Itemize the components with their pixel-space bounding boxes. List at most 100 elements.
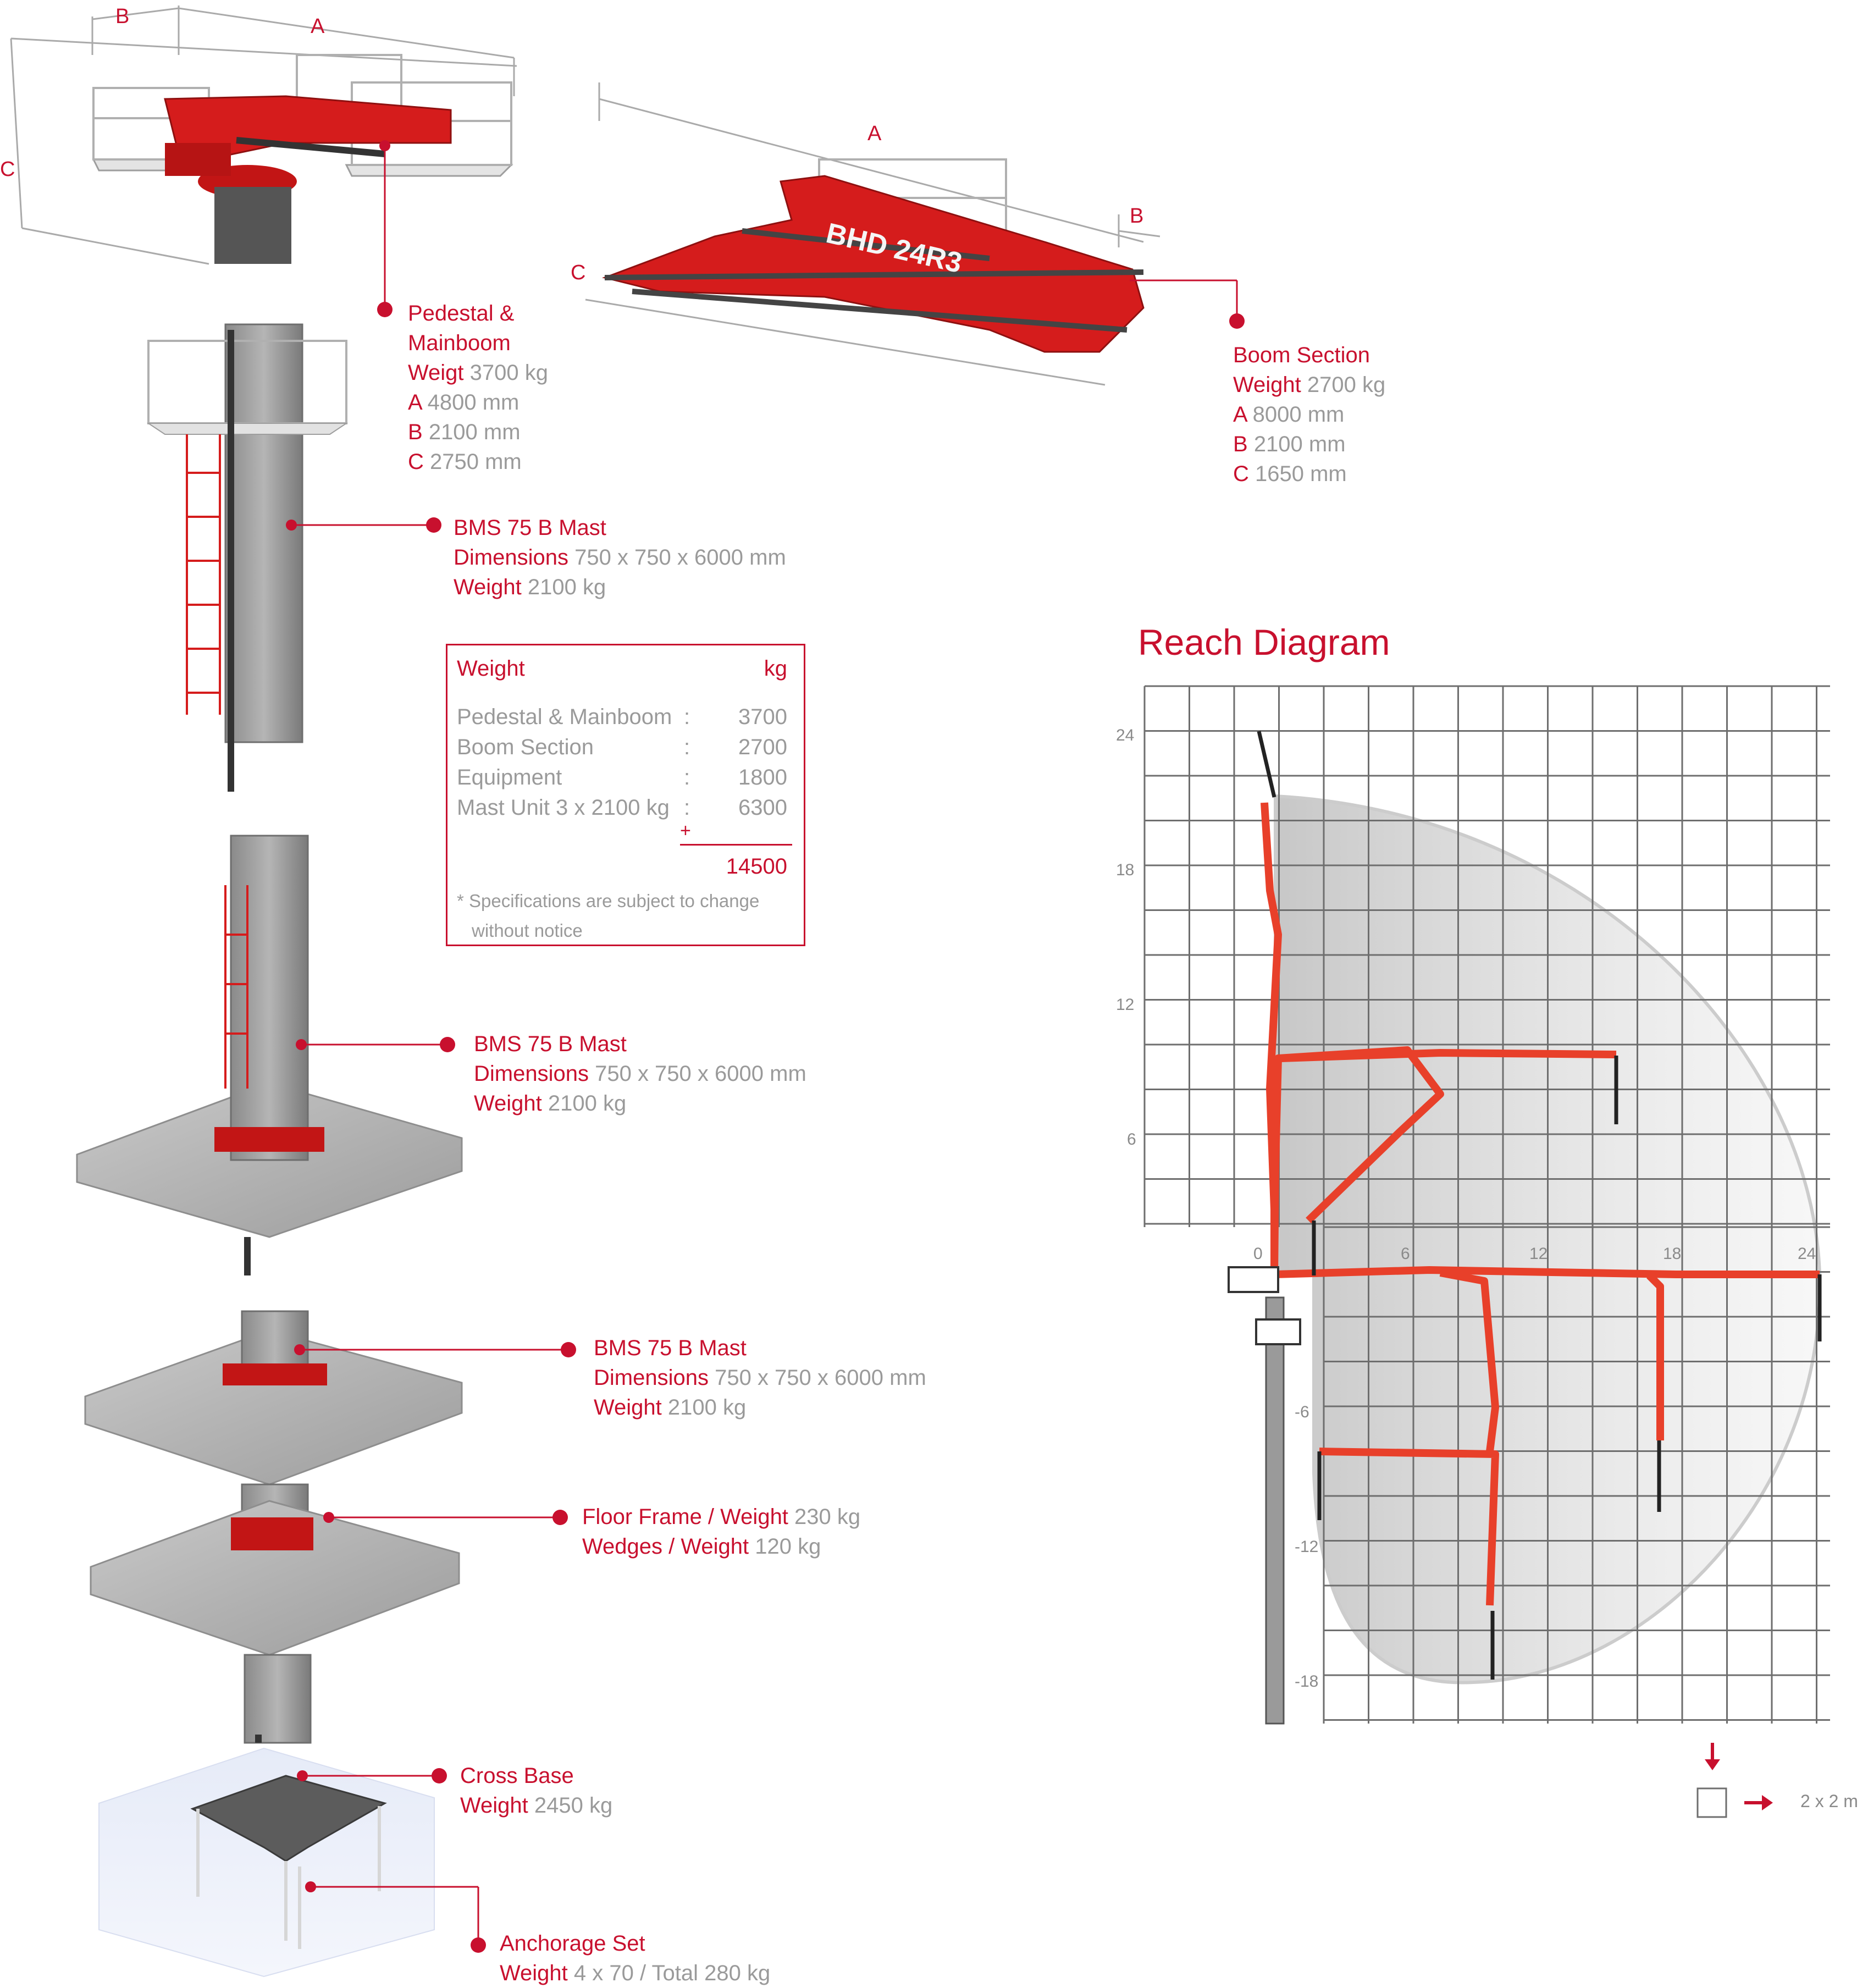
- boom-weight-label: Weight: [1233, 373, 1301, 397]
- floor-marker: [552, 1510, 568, 1525]
- y-tick-18: 18: [1116, 861, 1134, 879]
- cross-base-title: Cross Base: [460, 1764, 574, 1788]
- weight-summary-box: Weight kg Pedestal & Mainboom : 3700 Boo…: [446, 644, 805, 946]
- x-tick-12: 12: [1529, 1245, 1548, 1263]
- reach-diagram: [1143, 685, 1830, 1725]
- weight-row-value-0: 3700: [738, 705, 787, 729]
- boom-b: 2100 mm: [1253, 432, 1346, 456]
- boom-pose-down-1: [1439, 1269, 1499, 1452]
- pedestal-title-2: Mainboom: [408, 331, 511, 355]
- pedestal-label: Pedestal & Mainboom Weigt 3700 kg A 4800…: [408, 299, 548, 477]
- pedestal-b-label: B: [408, 420, 423, 444]
- boom-weight: 2700 kg: [1307, 373, 1386, 397]
- anchorage-weight: 4 x 70 / Total 280 kg: [573, 1961, 771, 1985]
- cross-base-weight: 2450 kg: [534, 1793, 613, 1818]
- mast-3-illustration: [84, 1310, 463, 1744]
- reach-mast: [1265, 1296, 1285, 1725]
- y-tick-6: 6: [1127, 1130, 1136, 1148]
- weight-table-header: Weight: [457, 656, 525, 681]
- boom-a: 8000 mm: [1252, 402, 1345, 427]
- boom-c-label: C: [1233, 462, 1249, 486]
- weight-row-label-0: Pedestal & Mainboom: [457, 705, 672, 729]
- mast-1-label: BMS 75 B Mast Dimensions 750 x 750 x 600…: [454, 513, 786, 602]
- pedestal-c: 2750 mm: [430, 450, 522, 474]
- mast-2-dim: 750 x 750 x 6000 mm: [595, 1062, 806, 1086]
- cross-base-illustration: [98, 1747, 435, 1978]
- anchorage-weight-label: Weight: [500, 1961, 568, 1985]
- weight-sum-line: [680, 844, 792, 846]
- dim-label-boom-a: A: [867, 122, 882, 145]
- legend-cell: [1696, 1787, 1727, 1818]
- scale-legend: [1696, 1743, 1773, 1818]
- mast-3-label: BMS 75 B Mast Dimensions 750 x 750 x 600…: [594, 1333, 926, 1422]
- pedestal-c-label: C: [408, 450, 424, 474]
- neg-tick-12: -12: [1295, 1538, 1318, 1556]
- weight-total: 14500: [726, 854, 787, 879]
- boom-pose-mid: [1280, 1049, 1617, 1062]
- mast-2-weight-label: Weight: [474, 1091, 542, 1116]
- mast-1-marker: [426, 517, 441, 533]
- anchorage-title: Anchorage Set: [500, 1931, 645, 1956]
- weight-row-sep-2: :: [684, 765, 690, 789]
- weight-row-value-2: 1800: [738, 765, 787, 789]
- cross-base-marker: [432, 1768, 447, 1783]
- floor-label: Floor Frame / Weight 230 kg Wedges / Wei…: [582, 1502, 860, 1561]
- pedestal-b: 2100 mm: [428, 420, 521, 444]
- cross-base-label: Cross Base Weight 2450 kg: [460, 1761, 612, 1820]
- weight-row-label-3: Mast Unit 3 x 2100 kg: [457, 796, 670, 820]
- mast-1-illustration: [146, 323, 349, 792]
- reach-pedestal-head: [1228, 1266, 1279, 1293]
- weight-row-sep-1: :: [684, 735, 690, 759]
- pedestal-marker: [377, 302, 393, 317]
- pedestal-weight-label: Weigt: [408, 361, 464, 385]
- dim-label-pedestal-c: C: [0, 158, 15, 181]
- scale-label: 2 x 2 m: [1800, 1791, 1858, 1811]
- boom-pose-horizontal: [1274, 1266, 1820, 1278]
- weight-table-unit: kg: [764, 656, 787, 681]
- y-tick-12: 12: [1116, 996, 1134, 1014]
- reach-grid-upper: [1143, 685, 1830, 1227]
- weight-row-label-1: Boom Section: [457, 735, 594, 759]
- weight-row-value-1: 2700: [738, 735, 787, 759]
- pedestal-title-1: Pedestal &: [408, 301, 515, 325]
- anchorage-marker: [471, 1937, 486, 1953]
- boom-title: Boom Section: [1233, 343, 1370, 367]
- mast-2-dim-label: Dimensions: [474, 1062, 589, 1086]
- wedges-weight: 120 kg: [755, 1534, 821, 1559]
- boom-b-label: B: [1233, 432, 1248, 456]
- weight-row-label-2: Equipment: [457, 765, 562, 789]
- mast-3-dim: 750 x 750 x 6000 mm: [715, 1366, 926, 1390]
- boom-a-label: A: [1233, 402, 1247, 427]
- pedestal-weight: 3700 kg: [469, 361, 548, 385]
- mast-1-weight: 2100 kg: [527, 575, 606, 599]
- boom-c: 1650 mm: [1255, 462, 1347, 486]
- wedges-label: Wedges / Weight: [582, 1534, 749, 1559]
- dim-label-boom-c: C: [571, 261, 585, 284]
- weight-row-sep-3: :: [684, 796, 690, 820]
- mast-3-title: BMS 75 B Mast: [594, 1336, 747, 1360]
- dim-label-boom-b: B: [1130, 205, 1143, 228]
- pedestal-a: 4800 mm: [427, 390, 519, 415]
- mast-3-weight: 2100 kg: [667, 1395, 747, 1420]
- weight-note-2: without notice: [472, 920, 583, 941]
- mast-1-dim-label: Dimensions: [454, 545, 568, 570]
- boom-label: Boom Section Weight 2700 kg A 8000 mm B …: [1233, 340, 1385, 489]
- mast-1-title: BMS 75 B Mast: [454, 516, 606, 540]
- mast-2-title: BMS 75 B Mast: [474, 1032, 627, 1056]
- pedestal-a-label: A: [408, 390, 422, 415]
- reach-diagram-title: Reach Diagram: [1138, 622, 1390, 662]
- reach-pedestal-collar: [1255, 1318, 1301, 1345]
- boom-marker: [1229, 313, 1245, 329]
- anchorage-label: Anchorage Set Weight 4 x 70 / Total 280 …: [500, 1929, 770, 1988]
- floor-frame-weight: 230 kg: [794, 1505, 861, 1529]
- x-tick-0: 0: [1253, 1245, 1263, 1263]
- pedestal-mainboom-illustration: [10, 5, 517, 265]
- mast-3-marker: [561, 1342, 576, 1357]
- mast-2-weight: 2100 kg: [548, 1091, 627, 1116]
- mast-2-marker: [440, 1037, 455, 1052]
- mast-2-label: BMS 75 B Mast Dimensions 750 x 750 x 600…: [474, 1029, 806, 1118]
- weight-note-1: * Specifications are subject to change: [457, 891, 760, 911]
- dim-label-pedestal-b: B: [115, 5, 129, 28]
- boom-section-illustration: BHD 24R3: [585, 82, 1160, 386]
- cross-base-weight-label: Weight: [460, 1793, 528, 1818]
